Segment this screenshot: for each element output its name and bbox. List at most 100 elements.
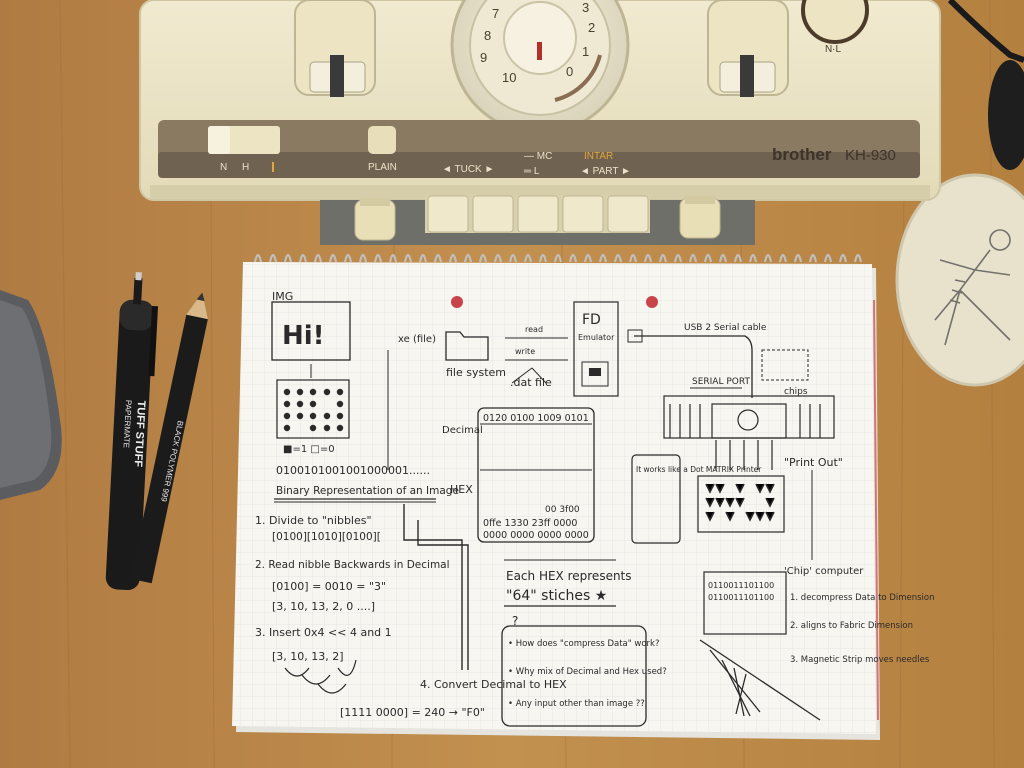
nl-knob[interactable]: [801, 0, 869, 44]
svg-text:[3, 10, 13, 2, 0 ....]: [3, 10, 13, 2, 0 ....]: [272, 600, 375, 613]
hi-text: Hi!: [282, 321, 325, 351]
pen-brand: PAPERMATE: [122, 400, 134, 449]
svg-text:.dat file: .dat file: [510, 376, 552, 389]
svg-text:H: H: [242, 162, 249, 173]
needle-fan: [699, 639, 821, 721]
pen: PAPERMATE TUFF STUFF: [105, 272, 159, 591]
svg-text:?: ?: [512, 614, 518, 628]
pixel-dots: [283, 388, 344, 432]
svg-text:═ L: ═ L: [523, 166, 540, 177]
svg-text:— MC: — MC: [524, 151, 552, 162]
svg-text:"Print Out": "Print Out": [784, 456, 843, 469]
serial-port-label: SERIAL PORT: [692, 377, 750, 387]
svg-text:0110011101100: 0110011101100: [708, 593, 774, 602]
print-out-box: [697, 475, 785, 533]
pixel-grid-box: [276, 379, 350, 439]
svg-text:• How does "compress Data" wor: • How does "compress Data" work?: [508, 639, 659, 649]
svg-text:9: 9: [480, 50, 487, 65]
svg-text:read: read: [525, 325, 543, 334]
svg-text:HEX: HEX: [450, 483, 473, 496]
usb-cable: [634, 335, 753, 398]
svg-text:PLAIN: PLAIN: [368, 162, 397, 173]
svg-text:◄ PART ►: ◄ PART ►: [580, 166, 631, 177]
plain-lever[interactable]: [368, 126, 396, 154]
knit-pattern: [705, 483, 775, 522]
notebook: IMG Hi! ■=1 □=0 0100101001001000001.....…: [232, 253, 935, 740]
svg-text:1. decompress Data to Dimensio: 1. decompress Data to Dimension: [790, 593, 935, 603]
svg-text:0ffe 1330 23ff 0000: 0ffe 1330 23ff 0000: [483, 518, 577, 529]
svg-text:0000 0000 0000 0000: 0000 0000 0000 0000: [483, 530, 589, 541]
svg-text:file system: file system: [446, 366, 506, 379]
svg-text:1. Divide to "nibbles": 1. Divide to "nibbles": [255, 514, 372, 527]
svg-text:It works like a Dot MATRIX Pri: It works like a Dot MATRIX Printer: [636, 465, 762, 474]
spiral-binding: [253, 253, 863, 263]
svg-text:FD: FD: [582, 312, 601, 328]
questions-box: [501, 625, 647, 727]
laptop-edge: [0, 300, 52, 488]
svg-text:0: 0: [566, 64, 573, 79]
svg-text:2: 2: [588, 20, 595, 35]
svg-text:1: 1: [582, 44, 589, 59]
svg-text:write: write: [515, 347, 535, 356]
svg-text:0110011101100: 0110011101100: [708, 581, 774, 590]
button-3[interactable]: [517, 195, 559, 233]
button-4[interactable]: [562, 195, 604, 233]
svg-text:3. Magnetic Strip moves needle: 3. Magnetic Strip moves needles: [790, 655, 930, 665]
mug: [895, 173, 1024, 387]
svg-text:N: N: [220, 162, 227, 173]
fd-emulator-box: [573, 301, 619, 397]
svg-text:[3, 10, 13, 2]: [3, 10, 13, 2]: [272, 650, 344, 663]
svg-text:Emulator: Emulator: [578, 333, 615, 342]
folder-icon: [445, 331, 489, 361]
svg-text:chips: chips: [784, 387, 808, 397]
cable: [947, 0, 1024, 63]
chip-data-box: [703, 571, 787, 635]
punch-hole-right: [646, 296, 658, 308]
svg-text:Decimal: Decimal: [442, 425, 483, 436]
binary-title: Binary Representation of an Image: [276, 485, 459, 497]
chips-box: [761, 349, 809, 381]
svg-text:2. aligns to Fabric Dimension: 2. aligns to Fabric Dimension: [790, 621, 913, 631]
svg-text:3: 3: [582, 0, 589, 15]
button-5[interactable]: [607, 195, 649, 233]
button-1[interactable]: [427, 195, 469, 233]
svg-text:• Any input other than image ?: • Any input other than image ??: [508, 699, 645, 709]
svg-text:[0100] = 0010 = "3": [0100] = 0010 = "3": [272, 580, 386, 593]
svg-text:4. Convert Decimal to HEX: 4. Convert Decimal to HEX: [420, 678, 567, 691]
svg-text:IMG: IMG: [272, 290, 293, 303]
svg-text:INTAR: INTAR: [584, 151, 613, 162]
left-knob[interactable]: [354, 198, 396, 241]
nl-label: N·L: [825, 44, 842, 55]
svg-text:Each HEX represents: Each HEX represents: [506, 569, 632, 583]
stitches-note: "64" stiches ★: [506, 588, 607, 604]
svg-text:10: 10: [502, 70, 516, 85]
model-label: KH-930: [845, 147, 896, 164]
svg-text:◄ TUCK ►: ◄ TUCK ►: [442, 164, 494, 175]
dot-matrix-box: [631, 454, 681, 544]
svg-text:3. Insert 0x4 << 4 and 1: 3. Insert 0x4 << 4 and 1: [255, 626, 392, 639]
right-knob[interactable]: [679, 196, 721, 239]
svg-text:[1111 0000] = 240 → "F0": [1111 0000] = 240 → "F0": [340, 706, 485, 719]
svg-text:0100101001001000001......: 0100101001001000001......: [276, 464, 430, 477]
svg-text:xe (file): xe (file): [398, 334, 436, 345]
pen-name: TUFF STUFF: [132, 400, 147, 467]
img-box: [271, 301, 351, 361]
knitting-machine: N·L 10 9 8 7 0 1 2 3 N H PLAIN ◄ TUCK ► …: [139, 0, 941, 245]
svg-text:0120 0100 1009 0101: 0120 0100 1009 0101: [483, 413, 589, 424]
machine-sketch: [663, 395, 835, 470]
svg-text:8: 8: [484, 28, 491, 43]
svg-text:■=1 □=0: ■=1 □=0: [283, 444, 335, 455]
memory-box: [477, 407, 595, 543]
mouse: [988, 60, 1024, 170]
svg-text:'Chip' computer: 'Chip' computer: [784, 566, 864, 577]
svg-text:2. Read nibble Backwards in De: 2. Read nibble Backwards in Decimal: [255, 559, 450, 571]
svg-text:7: 7: [492, 6, 499, 21]
brand-logo: brother: [772, 145, 832, 164]
svg-text:00 3f00: 00 3f00: [545, 505, 580, 515]
grouping-arcs: [284, 659, 357, 694]
tension-dial[interactable]: 10 9 8 7 0 1 2 3: [450, 0, 630, 135]
button-2[interactable]: [472, 195, 514, 233]
svg-text:USB 2 Serial cable: USB 2 Serial cable: [684, 323, 767, 333]
svg-text:[0100][1010][0100][: [0100][1010][0100][: [272, 531, 381, 543]
